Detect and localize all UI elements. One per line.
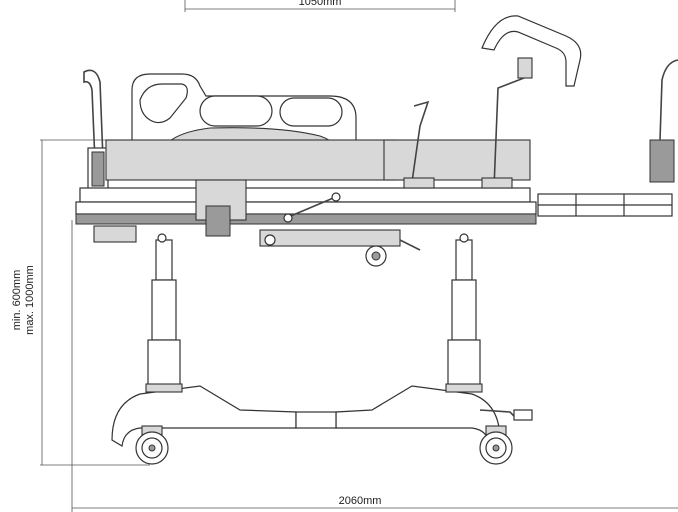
left-column: [147, 233, 181, 387]
leg-support: [403, 15, 582, 189]
length-dimension: 2060mm: [71, 220, 678, 512]
base-frame: [111, 383, 533, 447]
top-dimension: 1050mm: [184, 0, 456, 12]
foot-extension: [537, 59, 678, 217]
right-caster-wheel: [479, 425, 513, 465]
under-mechanism: [93, 179, 421, 267]
total-length-label: 2060mm: [339, 495, 382, 507]
top-width-label: 1050mm: [299, 0, 342, 8]
height-min-label: min. 600mm: [11, 270, 23, 331]
height-max-label: max. 1000mm: [24, 265, 36, 335]
height-dimension: min. 600mm max. 1000mm: [11, 139, 150, 466]
left-caster-wheel: [135, 425, 169, 465]
mattress-platform: [75, 139, 537, 225]
right-column: [447, 233, 481, 387]
